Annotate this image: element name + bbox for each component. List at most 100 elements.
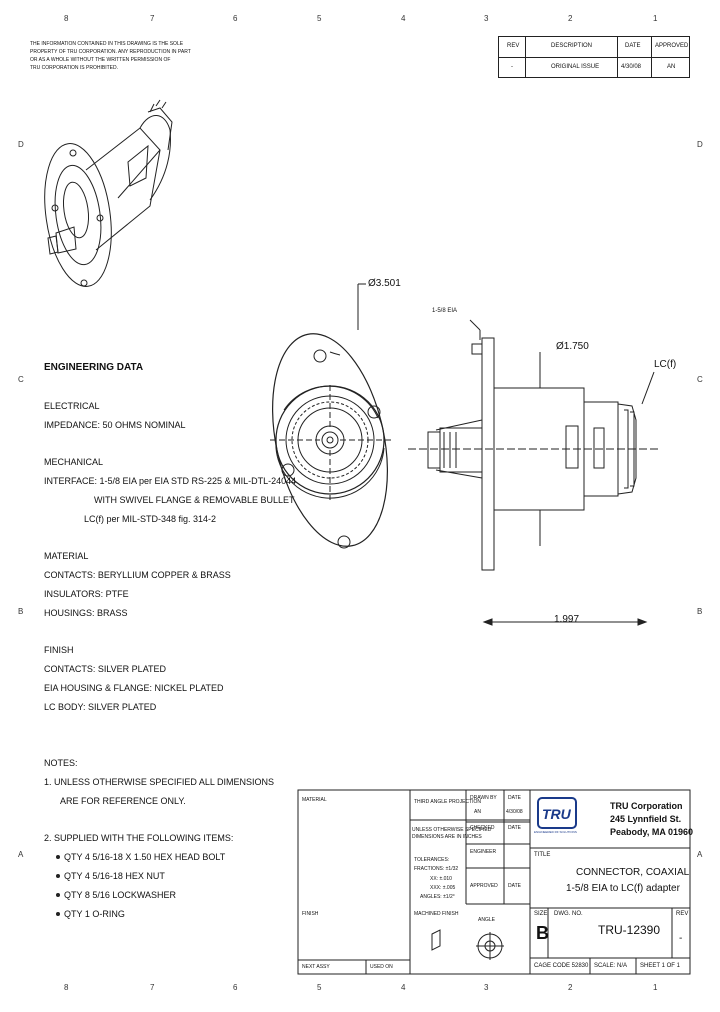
- bullet-icon: [56, 912, 60, 916]
- material-line: INSULATORS: PTFE: [44, 589, 129, 599]
- drawn-by-label: DRAWN BY: [470, 795, 497, 801]
- zone-label: 5: [317, 14, 322, 23]
- body-diameter-dim: Ø1.750: [556, 341, 589, 352]
- date-label: DATE: [508, 825, 521, 831]
- drawing-title: CONNECTOR, COAXIAL: [576, 867, 690, 878]
- dwg-no-value: TRU-12390: [598, 923, 661, 937]
- note-item: QTY 1 O-RING: [64, 909, 125, 919]
- note-item: QTY 4 5/16-18 X 1.50 HEX HEAD BOLT: [64, 852, 226, 862]
- length-dim: 1.997: [554, 614, 580, 625]
- projection-label: THIRD ANGLE PROJECTION: [414, 799, 481, 805]
- engineering-title: ENGINEERING DATA: [44, 362, 144, 373]
- bullet-icon: [56, 893, 60, 897]
- material-title: MATERIAL: [44, 551, 89, 561]
- zone-label: 5: [317, 983, 322, 992]
- material-line: CONTACTS: BERYLLIUM COPPER & BRASS: [44, 570, 231, 580]
- date-header: DATE: [625, 43, 641, 49]
- tolerance-line: FRACTIONS: ±1/32: [414, 866, 459, 872]
- approved-header: APPROVED: [655, 43, 689, 49]
- zone-label: 1: [653, 14, 658, 23]
- date-label: DATE: [508, 883, 521, 889]
- tolerance-line: TOLERANCES:: [414, 857, 450, 863]
- zone-label: 7: [150, 14, 155, 23]
- zone-label: C: [697, 375, 703, 384]
- company-address: 245 Lynnfield St.: [610, 814, 682, 824]
- rev-label: REV: [676, 911, 689, 917]
- finish-title: FINISH: [44, 645, 74, 655]
- zone-label: D: [18, 140, 24, 149]
- mechanical-line: LC(f) per MIL-STD-348 fig. 314-2: [84, 514, 217, 524]
- title-label: TITLE: [534, 852, 551, 858]
- company-name: TRU Corporation: [610, 801, 683, 811]
- tru-logo: TRU: [542, 806, 571, 822]
- side-view: [408, 319, 660, 626]
- mechanical-line: INTERFACE: 1-5/8 EIA per EIA STD RS-225 …: [44, 476, 297, 486]
- description-header: DESCRIPTION: [551, 43, 593, 49]
- rev-value: -: [511, 64, 513, 70]
- bullet-icon: [56, 855, 60, 859]
- notice-line: PROPERTY OF TRU CORPORATION. ANY REPRODU…: [30, 49, 191, 55]
- angle-label: ANGLE: [478, 917, 495, 923]
- bullet-icon: [56, 874, 60, 878]
- zone-label: 8: [64, 983, 69, 992]
- note-1: 1. UNLESS OTHERWISE SPECIFIED ALL DIMENS…: [44, 777, 275, 787]
- finish-label: FINISH: [302, 911, 319, 917]
- notice-line: OR AS A WHOLE WITHOUT THE WRITTEN PERMIS…: [30, 57, 171, 63]
- size-label: SIZE: [534, 911, 548, 917]
- zone-label: 7: [150, 983, 155, 992]
- note-item: QTY 8 5/16 LOCKWASHER: [64, 890, 177, 900]
- checked-label: CHECKED: [470, 825, 495, 831]
- tru-logo-tagline: ENGINEERED RF SOLUTIONS: [534, 830, 577, 834]
- electrical-line: IMPEDANCE: 50 OHMS NOMINAL: [44, 420, 186, 430]
- zone-label: B: [18, 607, 24, 616]
- tolerance-line: XXX: ±.005: [430, 885, 456, 891]
- connector-dim: LC(f): [654, 359, 677, 370]
- note-item: QTY 4 5/16-18 HEX NUT: [64, 871, 165, 881]
- drawing-subtitle: 1-5/8 EIA to LC(f) adapter: [566, 883, 680, 894]
- next-assy-label: NEXT ASSY: [302, 964, 330, 970]
- finish-line: CONTACTS: SILVER PLATED: [44, 664, 167, 674]
- company-city: Peabody, MA 01960: [610, 827, 694, 837]
- tolerance-line: ANGLES: ±1/2°: [420, 894, 455, 900]
- title-block-frame: [297, 789, 691, 975]
- finish-line: LC BODY: SILVER PLATED: [44, 702, 157, 712]
- zone-label: 6: [233, 983, 238, 992]
- tolerance-line: XX: ±.010: [430, 876, 452, 882]
- notice-line: TRU CORPORATION IS PROHIBITED.: [30, 65, 118, 71]
- used-on-label: USED ON: [370, 964, 393, 970]
- dim-note-line: DIMENSIONS ARE IN INCHES: [412, 834, 482, 840]
- sheet-number: SHEET 1 OF 1: [640, 963, 680, 969]
- zone-label: D: [697, 140, 703, 149]
- zone-label: 3: [484, 14, 489, 23]
- zone-label: 2: [568, 983, 573, 992]
- rev-value: -: [679, 933, 683, 944]
- material-label: MATERIAL: [302, 797, 327, 803]
- engineer-label: ENGINEER: [470, 849, 497, 855]
- rev-header: REV: [507, 43, 520, 49]
- interface-dim: 1-5/8 EIA: [432, 308, 458, 314]
- note-1-cont: ARE FOR REFERENCE ONLY.: [60, 796, 186, 806]
- electrical-title: ELECTRICAL: [44, 401, 100, 411]
- cage-code: CAGE CODE 52830: [534, 963, 589, 969]
- zone-label: 8: [64, 14, 69, 23]
- date-value: 4/30/08: [621, 64, 642, 70]
- dim-note-line: UNLESS OTHERWISE SPECIFIED: [412, 827, 492, 833]
- approved-label: APPROVED: [470, 883, 498, 889]
- tru-logo-graphic: [537, 797, 577, 829]
- isometric-view: [44, 99, 173, 287]
- zone-label: A: [18, 850, 24, 859]
- zone-label: 3: [484, 983, 489, 992]
- mechanical-line: WITH SWIVEL FLANGE & REMOVABLE BULLET: [94, 495, 295, 505]
- date-label: DATE: [508, 795, 521, 801]
- revision-table: REV DESCRIPTION DATE APPROVED - ORIGINAL…: [498, 36, 690, 78]
- zone-label: C: [18, 375, 24, 384]
- date-value: 4/30/08: [506, 809, 523, 815]
- dwg-no-label: DWG. NO.: [554, 911, 583, 917]
- zone-label: A: [697, 850, 703, 859]
- scale: SCALE: N/A: [594, 963, 628, 969]
- zone-label: 4: [401, 14, 406, 23]
- note-2: 2. SUPPLIED WITH THE FOLLOWING ITEMS:: [44, 833, 234, 843]
- approved-value: AN: [667, 64, 676, 70]
- zone-label: 6: [233, 14, 238, 23]
